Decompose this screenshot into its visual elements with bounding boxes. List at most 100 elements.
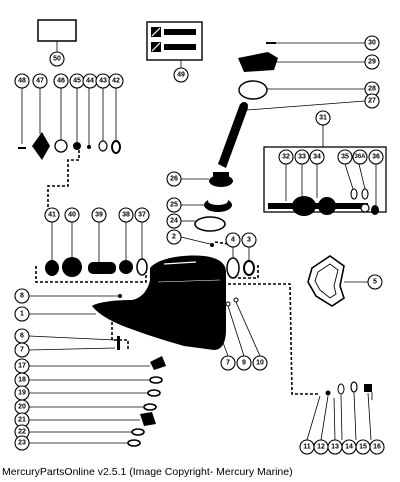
part-45-nut bbox=[73, 142, 81, 150]
callout-19: 19 bbox=[14, 385, 30, 401]
callout-36-label: 36 bbox=[372, 154, 380, 161]
callout-50-label: 50 bbox=[53, 56, 61, 63]
callout-15-label: 15 bbox=[359, 444, 367, 451]
callout-44-label: 44 bbox=[86, 78, 94, 85]
part-15-washer bbox=[350, 381, 358, 393]
callout-8: 8 bbox=[14, 288, 30, 304]
callout-10-label: 10 bbox=[256, 360, 264, 367]
callout-2: 2 bbox=[166, 229, 182, 245]
part-33-propeller-shaft bbox=[268, 196, 379, 216]
part-18-washer bbox=[149, 376, 163, 384]
callout-32: 32 bbox=[278, 149, 294, 165]
callout-14: 14 bbox=[341, 439, 357, 455]
callout-7-right: 7 bbox=[220, 355, 236, 371]
callout-2-label: 2 bbox=[172, 234, 176, 241]
part-36a-spring-ring bbox=[361, 188, 369, 200]
part-2-pin bbox=[210, 243, 214, 247]
callout-34-label: 34 bbox=[313, 154, 321, 161]
part-4-ring bbox=[226, 257, 240, 279]
callout-40-label: 40 bbox=[68, 212, 76, 219]
callout-45-label: 45 bbox=[73, 78, 81, 85]
callout-17-label: 17 bbox=[18, 363, 26, 370]
part-12-ball bbox=[325, 390, 331, 396]
part-22-washer bbox=[131, 428, 145, 436]
callout-15: 15 bbox=[355, 439, 371, 455]
callout-43-label: 43 bbox=[99, 78, 107, 85]
callout-36: 36 bbox=[368, 149, 384, 165]
part-29-gasket-cover bbox=[238, 52, 278, 72]
callout-38-label: 38 bbox=[122, 212, 130, 219]
callout-25-label: 25 bbox=[170, 202, 178, 209]
callout-6: 6 bbox=[14, 328, 30, 344]
part-1-gear-housing bbox=[92, 255, 226, 350]
part-21-bearing bbox=[140, 412, 156, 426]
callout-37-label: 37 bbox=[138, 212, 146, 219]
callout-24: 24 bbox=[166, 213, 182, 229]
callout-45: 45 bbox=[69, 73, 85, 89]
callout-24-label: 24 bbox=[170, 218, 178, 225]
callout-29-label: 29 bbox=[368, 59, 376, 66]
callout-25: 25 bbox=[166, 197, 182, 213]
callout-9: 9 bbox=[236, 355, 252, 371]
part-46-washer bbox=[54, 139, 68, 153]
callout-30-label: 30 bbox=[368, 40, 376, 47]
callout-20-label: 20 bbox=[18, 404, 26, 411]
callout-13-label: 13 bbox=[331, 444, 339, 451]
callout-26-label: 26 bbox=[170, 176, 178, 183]
callout-9-label: 9 bbox=[242, 360, 246, 367]
callout-48-label: 48 bbox=[18, 78, 26, 85]
callout-5: 5 bbox=[367, 274, 383, 290]
part-39-sleeve bbox=[88, 262, 116, 274]
image-copyright-caption: MercuryPartsOnline v2.5.1 (Image Copyrig… bbox=[2, 466, 293, 478]
callout-35: 35 bbox=[337, 149, 353, 165]
callout-14-label: 14 bbox=[345, 444, 353, 451]
part-17-cap bbox=[150, 356, 166, 370]
callout-23-label: 23 bbox=[18, 440, 26, 447]
callout-17: 17 bbox=[14, 358, 30, 374]
part-50-blank-box bbox=[37, 19, 77, 42]
callout-32-label: 32 bbox=[282, 154, 290, 161]
callout-3: 3 bbox=[241, 232, 257, 248]
part-37-washer bbox=[136, 258, 148, 276]
callout-39: 39 bbox=[91, 207, 107, 223]
callout-36a: 36A bbox=[352, 149, 368, 165]
callout-6-label: 6 bbox=[20, 333, 24, 340]
callout-7-left-label: 7 bbox=[20, 347, 24, 354]
callout-5-label: 5 bbox=[373, 279, 377, 286]
callout-22-label: 22 bbox=[18, 429, 26, 436]
part-26-pinion-gear bbox=[209, 172, 233, 187]
part-16-screw bbox=[364, 384, 372, 392]
part-41-bearing-cup bbox=[45, 260, 59, 276]
callout-21-label: 21 bbox=[18, 417, 26, 424]
callout-1: 1 bbox=[14, 306, 30, 322]
callout-20: 20 bbox=[14, 399, 30, 415]
part-27-driveshaft bbox=[218, 104, 248, 168]
callout-10: 10 bbox=[252, 355, 268, 371]
callout-41: 41 bbox=[44, 207, 60, 223]
part-38-bearing bbox=[119, 260, 133, 274]
callout-40: 40 bbox=[64, 207, 80, 223]
part-42-seal bbox=[111, 140, 121, 154]
callout-31-label: 31 bbox=[319, 115, 327, 122]
part-40-gear bbox=[62, 257, 82, 277]
part-5-gasket bbox=[307, 255, 345, 307]
callout-16: 16 bbox=[369, 439, 385, 455]
callout-49-label: 49 bbox=[177, 72, 185, 79]
callout-31: 31 bbox=[315, 110, 331, 126]
callout-46: 46 bbox=[53, 73, 69, 89]
part-14-spring bbox=[337, 383, 345, 395]
callout-36a-label: 36A bbox=[354, 154, 366, 160]
callout-19-label: 19 bbox=[18, 390, 26, 397]
callout-46-label: 46 bbox=[57, 78, 65, 85]
callout-27-label: 27 bbox=[368, 98, 376, 105]
callout-42-label: 42 bbox=[112, 78, 120, 85]
callout-39-label: 39 bbox=[95, 212, 103, 219]
part-19-washer bbox=[147, 389, 161, 397]
callout-33: 33 bbox=[294, 149, 310, 165]
callout-26: 26 bbox=[166, 171, 182, 187]
part-44-ball bbox=[87, 145, 91, 149]
callout-33-label: 33 bbox=[298, 154, 306, 161]
callout-18: 18 bbox=[14, 372, 30, 388]
callout-35-label: 35 bbox=[341, 154, 349, 161]
